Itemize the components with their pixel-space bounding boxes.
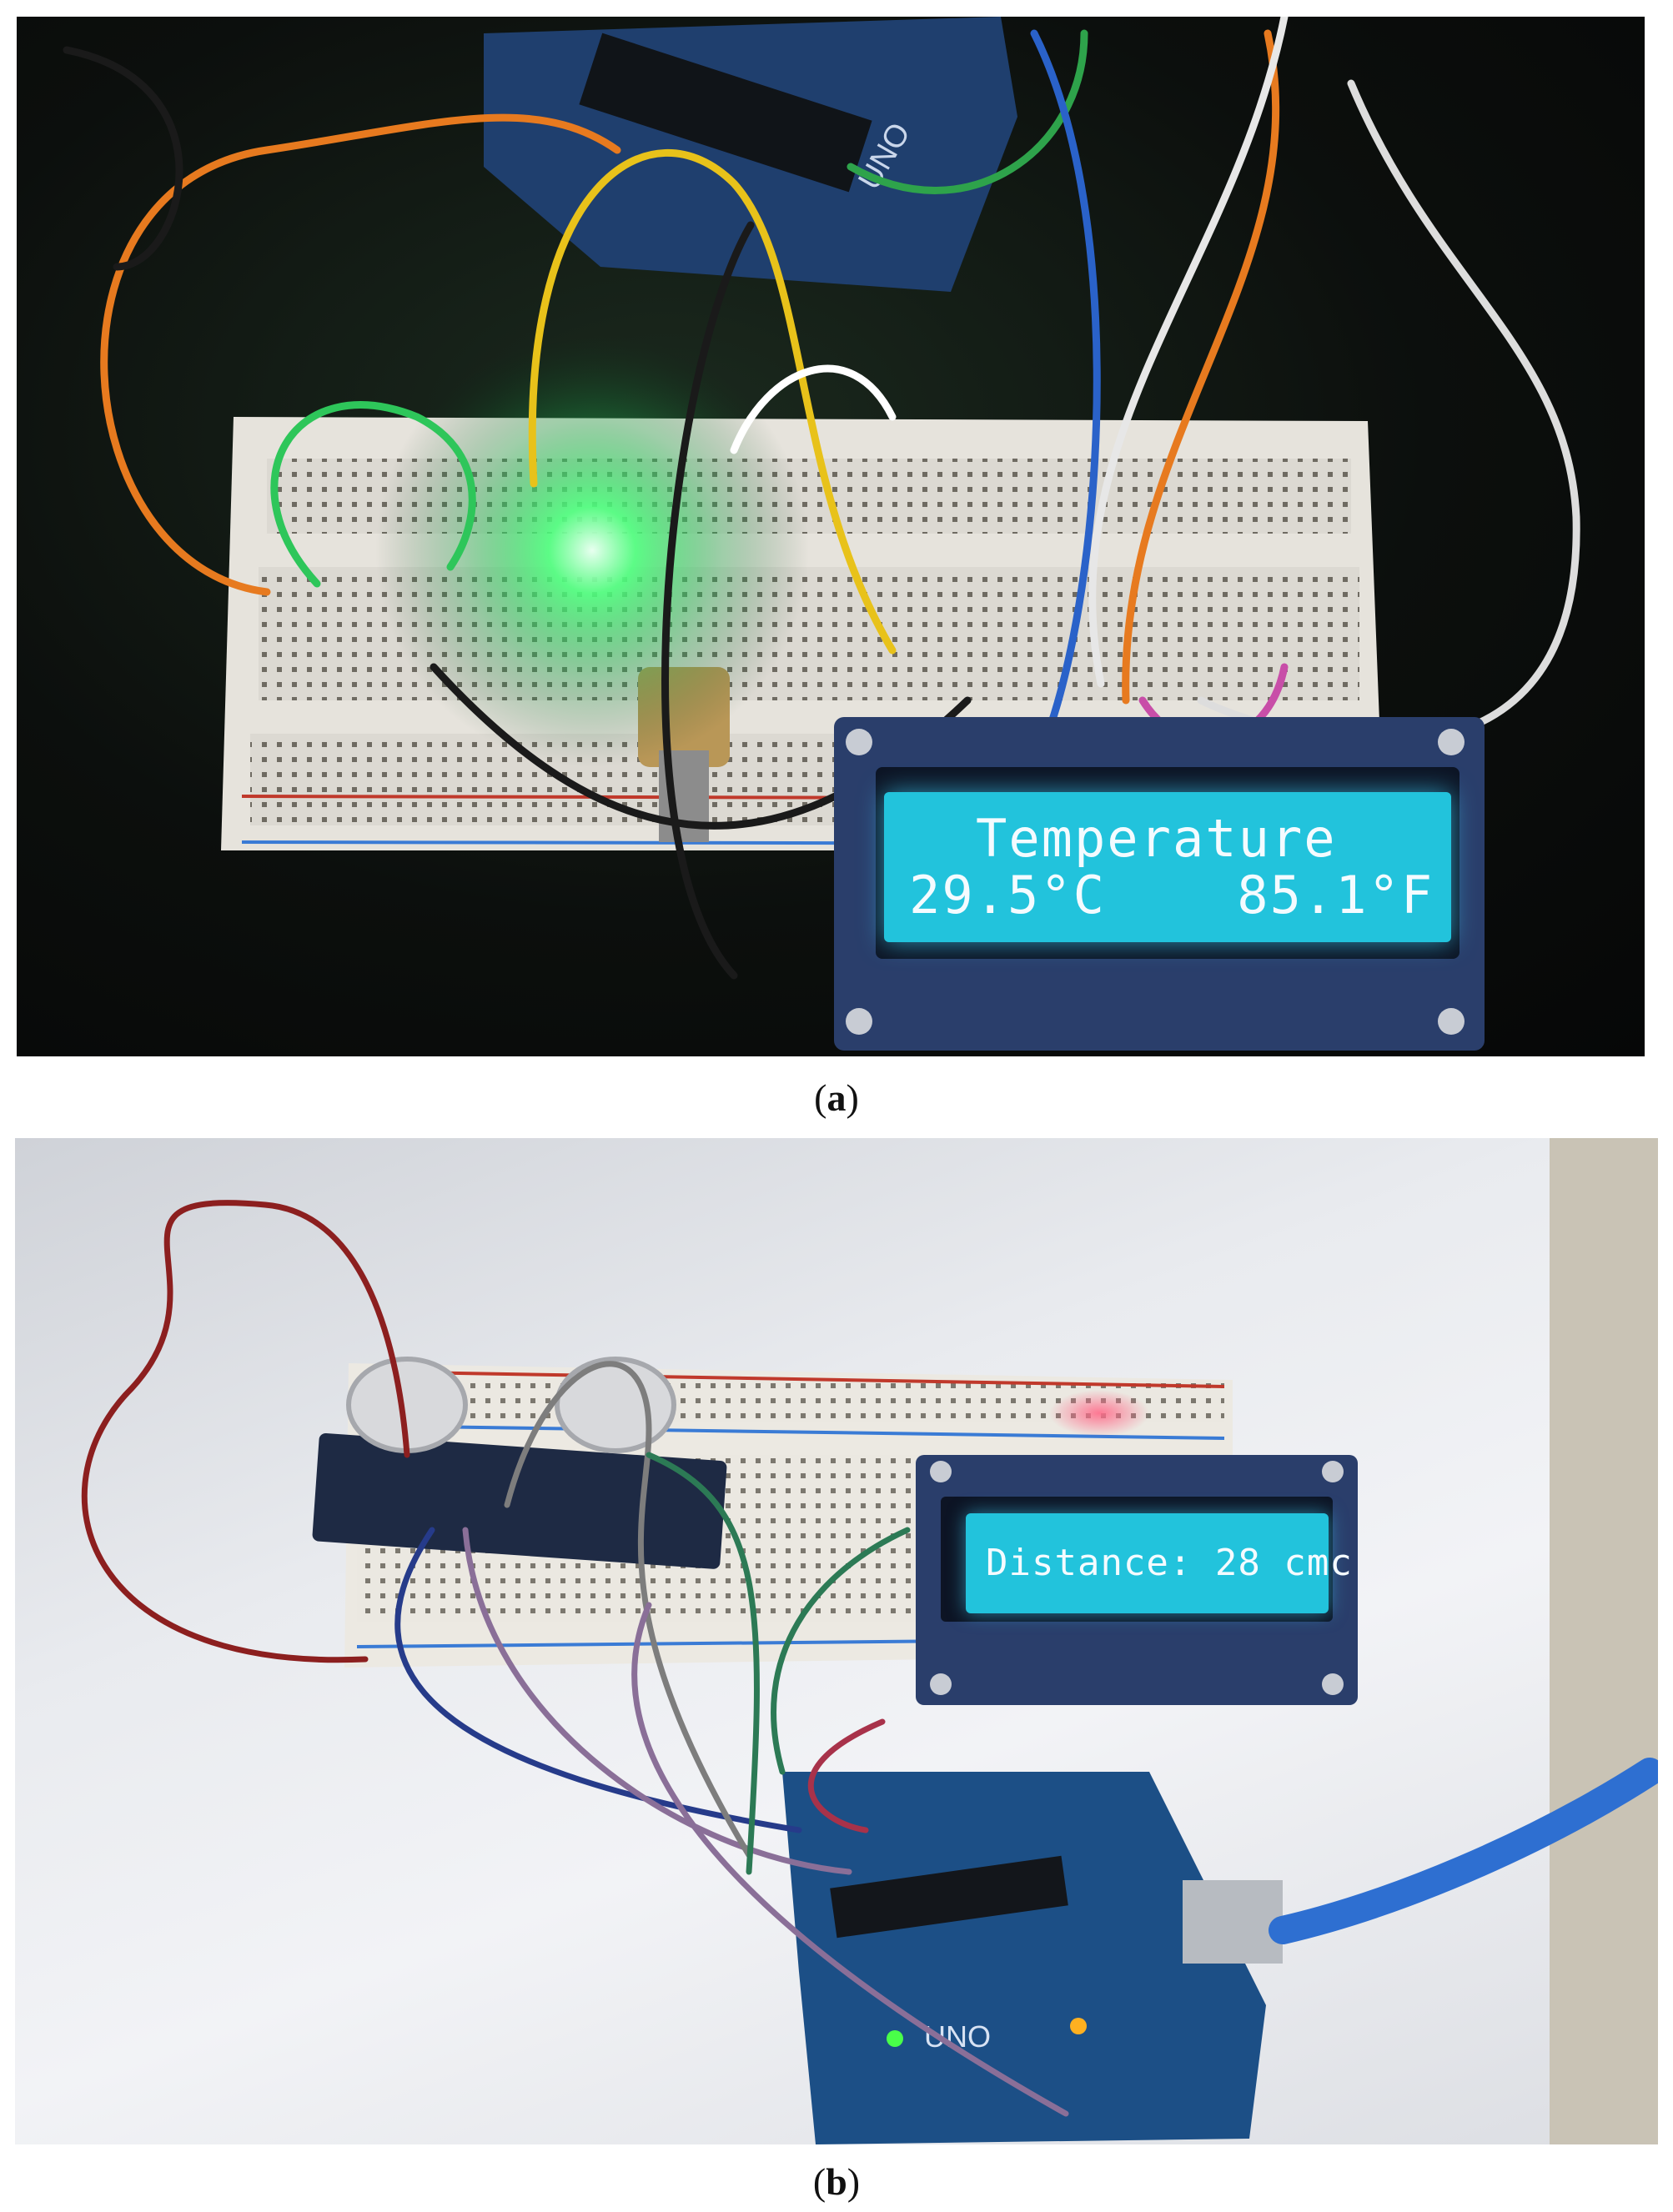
lcd-line-temperature-values: 29.5°C 85.1°F	[909, 865, 1434, 925]
caption-b: (b)	[812, 2160, 861, 2203]
ultrasonic-sensor	[312, 1357, 727, 1569]
distance-circuit-illustration: UNO	[81, 1138, 1658, 2144]
lcd-line-distance: Distance: 28 cmc	[986, 1541, 1353, 1584]
usb-cable	[1269, 1758, 1658, 1944]
photo-temperature-circuit: UNO	[17, 17, 1645, 1056]
arduino-board: UNO	[484, 17, 1017, 292]
caption-a-letter: a	[826, 1076, 847, 1119]
jumper-wires-b	[81, 1200, 1069, 2117]
green-led-glow	[375, 334, 809, 767]
lcd-line-temperature-label: Temperature	[976, 807, 1337, 869]
caption-b-letter: b	[826, 2160, 847, 2203]
photo-distance-circuit: UNO Distance: 28 cmc	[15, 1138, 1658, 2144]
caption-a: (a)	[814, 1076, 859, 1119]
lcd-screen-b: Distance: 28 cmc	[966, 1513, 1353, 1613]
lcd-screen-a: Temperature 29.5°C 85.1°F	[884, 792, 1451, 942]
arduino-board-b: UNO	[782, 1772, 1283, 2144]
